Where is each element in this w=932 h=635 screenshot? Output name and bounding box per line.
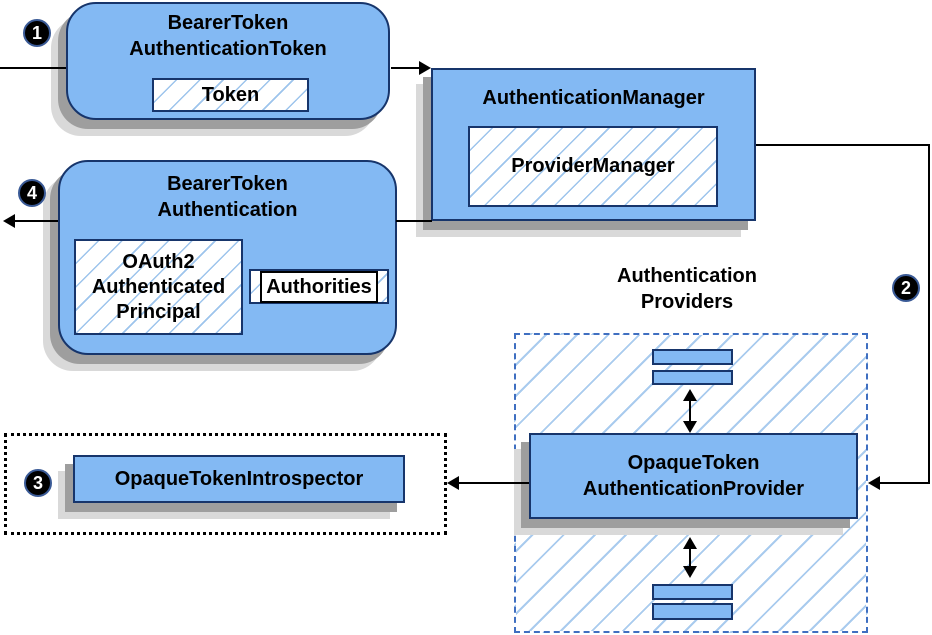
authentication-out-line [12, 220, 58, 222]
provider-placeholder-bar [652, 370, 733, 385]
provider-placeholder-bar [652, 603, 733, 620]
node-opaque-token-introspector: OpaqueTokenIntrospector [73, 455, 405, 503]
bearer-token-authentication-token-title-line1: BearerToken [167, 12, 289, 34]
provider-bars-top-up-arrowhead-icon [683, 389, 697, 401]
oauth2-authenticated-principal-chip: OAuth2 Authenticated Principal [74, 239, 243, 335]
bearer-token-authentication-title-line1: BearerToken [167, 173, 288, 195]
opaque-token-authentication-provider-line1: OpaqueToken [627, 452, 760, 474]
node-opaque-token-authentication-provider: OpaqueToken AuthenticationProvider [529, 433, 858, 519]
opaque-token-introspector-label: OpaqueTokenIntrospector [114, 468, 364, 490]
opaque-token-authentication-provider-line2: AuthenticationProvider [582, 478, 805, 500]
manager-to-provider-line-bottom [878, 482, 929, 484]
authentication-providers-label: Authentication Providers [587, 263, 787, 315]
request-in-line [0, 67, 66, 69]
manager-to-provider-arrowhead-icon [868, 476, 880, 490]
step-1-badge: 1 [23, 19, 51, 47]
manager-to-provider-line-right [928, 144, 930, 484]
node-bearer-token-authentication-token: BearerToken AuthenticationToken Token [66, 2, 390, 120]
step-3-badge: 3 [24, 469, 52, 497]
token-chip: Token [152, 78, 309, 112]
step-4-badge-number: 4 [26, 183, 37, 203]
provider-to-introspector-arrowhead-icon [447, 476, 459, 490]
bearer-token-authentication-title-line2: Authentication [157, 199, 298, 221]
token-chip-label: Token [201, 83, 260, 106]
authentication-manager-title: AuthenticationManager [482, 87, 705, 109]
provider-to-introspector-line [458, 482, 529, 484]
provider-placeholder-bar [652, 349, 733, 365]
oauth2-authenticated-principal-line3: Principal [116, 300, 201, 323]
step-4-badge: 4 [18, 179, 46, 207]
authentication-out-arrowhead-icon [3, 214, 15, 228]
oauth2-authenticated-principal-line2: Authenticated [91, 275, 226, 298]
provider-bars-top-down-arrowhead-icon [683, 421, 697, 433]
oauth2-authenticated-principal-line1: OAuth2 [122, 250, 195, 273]
token-to-manager-line [391, 67, 421, 69]
provider-manager-chip: ProviderManager [468, 126, 718, 207]
step-1-badge-number: 1 [31, 23, 42, 43]
provider-bars-bottom-up-arrowhead-icon [683, 537, 697, 549]
provider-bars-bottom-down-arrowhead-icon [683, 566, 697, 578]
authorities-chip: Authorities [249, 269, 389, 304]
bearer-token-authentication-title: BearerToken Authentication [60, 171, 395, 223]
token-to-manager-arrowhead-icon [419, 61, 431, 75]
oauth2-authenticated-principal-label: OAuth2 Authenticated Principal [92, 250, 225, 325]
bearer-token-authentication-token-title: BearerToken AuthenticationToken [68, 10, 388, 62]
opaque-token-introspector-group [4, 433, 447, 535]
provider-placeholder-bar [652, 584, 733, 600]
step-3-badge-number: 3 [32, 473, 43, 493]
authentication-providers-label-line2: Providers [640, 291, 734, 313]
step-2-badge-number: 2 [900, 278, 911, 298]
manager-to-authentication-line [396, 220, 432, 222]
provider-bars-bottom-line [689, 547, 691, 568]
bearer-token-authentication-token-title-line2: AuthenticationToken [129, 38, 327, 60]
node-authentication-manager: AuthenticationManager ProviderManager [431, 68, 756, 221]
provider-bars-top-line [689, 399, 691, 423]
authentication-providers-label-line1: Authentication [617, 265, 757, 287]
step-2-badge: 2 [892, 274, 920, 302]
node-bearer-token-authentication: BearerToken Authentication OAuth2 Authen… [58, 160, 397, 355]
manager-to-provider-line-top [756, 144, 930, 146]
provider-manager-chip-label: ProviderManager [511, 155, 675, 177]
authorities-chip-label: Authorities [260, 270, 378, 303]
